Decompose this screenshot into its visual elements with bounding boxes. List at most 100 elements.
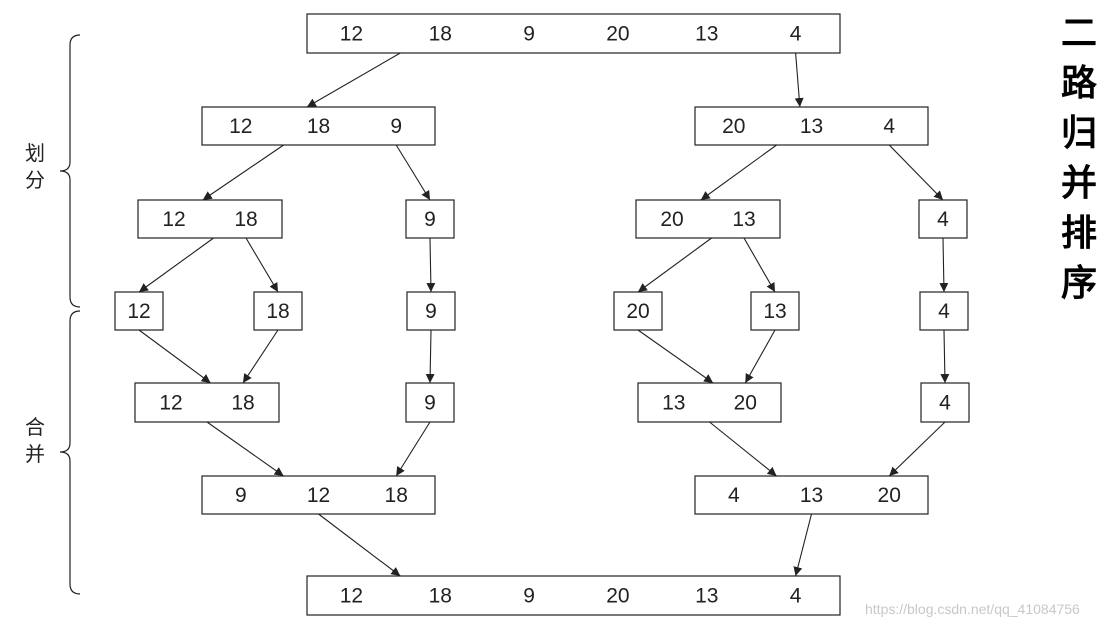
array-value: 18 <box>429 585 452 608</box>
arrow-edge <box>242 329 279 384</box>
arrow-edge <box>793 513 813 577</box>
box-outline <box>406 291 456 331</box>
array-value: 13 <box>695 23 718 46</box>
arrow-edge <box>426 237 436 293</box>
arrow-edge <box>637 329 714 384</box>
array-box-l1-0: 12 18 9 <box>201 106 436 146</box>
arrow-edge <box>700 144 777 201</box>
array-value: 20 <box>722 115 745 138</box>
box-outline <box>405 382 455 423</box>
array-value: 9 <box>235 484 247 507</box>
box-outline <box>635 199 781 239</box>
array-value: 18 <box>234 208 257 231</box>
array-box-l3-2: 9 <box>406 291 456 331</box>
array-value: 12 <box>162 208 185 231</box>
array-value: 4 <box>883 115 895 138</box>
box-outline <box>137 199 283 239</box>
array-value: 13 <box>695 585 718 608</box>
arrow-edge <box>709 421 777 477</box>
array-value: 13 <box>763 300 786 323</box>
array-value: 12 <box>340 585 363 608</box>
array-value: 12 <box>127 300 150 323</box>
box-outline <box>694 106 929 146</box>
box-outline <box>637 382 782 423</box>
array-value: 12 <box>159 392 182 415</box>
array-value: 4 <box>790 23 802 46</box>
arrow-edge <box>743 237 776 293</box>
box-outline <box>750 291 800 331</box>
box-outline <box>694 475 929 515</box>
arrow-edge <box>202 144 284 201</box>
array-box-l2-0: 12 18 <box>137 199 283 239</box>
array-value: 20 <box>878 484 901 507</box>
watermark-text: https://blog.csdn.net/qq_41084756 <box>865 601 1080 617</box>
split-brace <box>59 34 81 308</box>
array-value: 9 <box>425 300 437 323</box>
arrow-edge <box>888 144 944 201</box>
array-value: 4 <box>938 300 950 323</box>
box-outline <box>306 13 841 54</box>
box-outline <box>919 291 969 331</box>
arrow-edge <box>245 237 279 293</box>
arrow-edge <box>318 513 401 577</box>
arrows-layer <box>138 52 950 577</box>
box-outline <box>253 291 303 331</box>
array-value: 20 <box>606 585 629 608</box>
array-value: 18 <box>307 115 330 138</box>
box-outline <box>134 382 280 423</box>
array-box-l4-0: 12 18 <box>134 382 280 423</box>
merge-label: 合并 <box>25 415 45 466</box>
array-value: 9 <box>424 208 436 231</box>
arrow-edge <box>206 421 284 477</box>
array-value: 18 <box>231 392 254 415</box>
box-outline <box>918 199 968 239</box>
array-value: 4 <box>790 585 802 608</box>
array-value: 20 <box>734 392 757 415</box>
array-value: 13 <box>662 392 685 415</box>
arrow-edge <box>939 237 949 293</box>
box-outline <box>201 106 436 146</box>
array-value: 12 <box>340 23 363 46</box>
array-value: 9 <box>390 115 402 138</box>
arrow-edge <box>940 329 950 384</box>
array-box-l3-3: 20 <box>613 291 663 331</box>
array-value: 4 <box>728 484 740 507</box>
box-outline <box>405 199 455 239</box>
arrow-edge <box>138 329 211 384</box>
array-box-l1-1: 20 13 4 <box>694 106 929 146</box>
array-box-l4-2: 13 20 <box>637 382 782 423</box>
arrow-edge <box>395 421 431 477</box>
array-box-l3-1: 18 <box>253 291 303 331</box>
array-box-l4-1: 9 <box>405 382 455 423</box>
arrow-edge <box>395 144 431 201</box>
merge-brace <box>59 310 81 595</box>
array-value: 13 <box>732 208 755 231</box>
array-box-l4-3: 4 <box>920 382 970 423</box>
box-outline <box>920 382 970 423</box>
array-box-l3-5: 4 <box>919 291 969 331</box>
array-value: 12 <box>229 115 252 138</box>
split-label: 划分 <box>25 141 45 192</box>
array-value: 12 <box>307 484 330 507</box>
array-box-l2-3: 4 <box>918 199 968 239</box>
array-value: 4 <box>937 208 949 231</box>
box-outline <box>306 575 841 616</box>
arrow-edge <box>744 329 776 384</box>
array-value: 4 <box>939 392 951 415</box>
array-value: 20 <box>660 208 683 231</box>
array-value: 18 <box>429 23 452 46</box>
arrow-edge <box>637 237 712 293</box>
array-value: 13 <box>800 115 823 138</box>
arrow-edge <box>794 52 804 108</box>
box-outline <box>114 291 164 331</box>
arrow-edge <box>888 421 946 477</box>
array-value: 18 <box>266 300 289 323</box>
array-value: 13 <box>800 484 823 507</box>
arrow-edge <box>306 52 401 108</box>
